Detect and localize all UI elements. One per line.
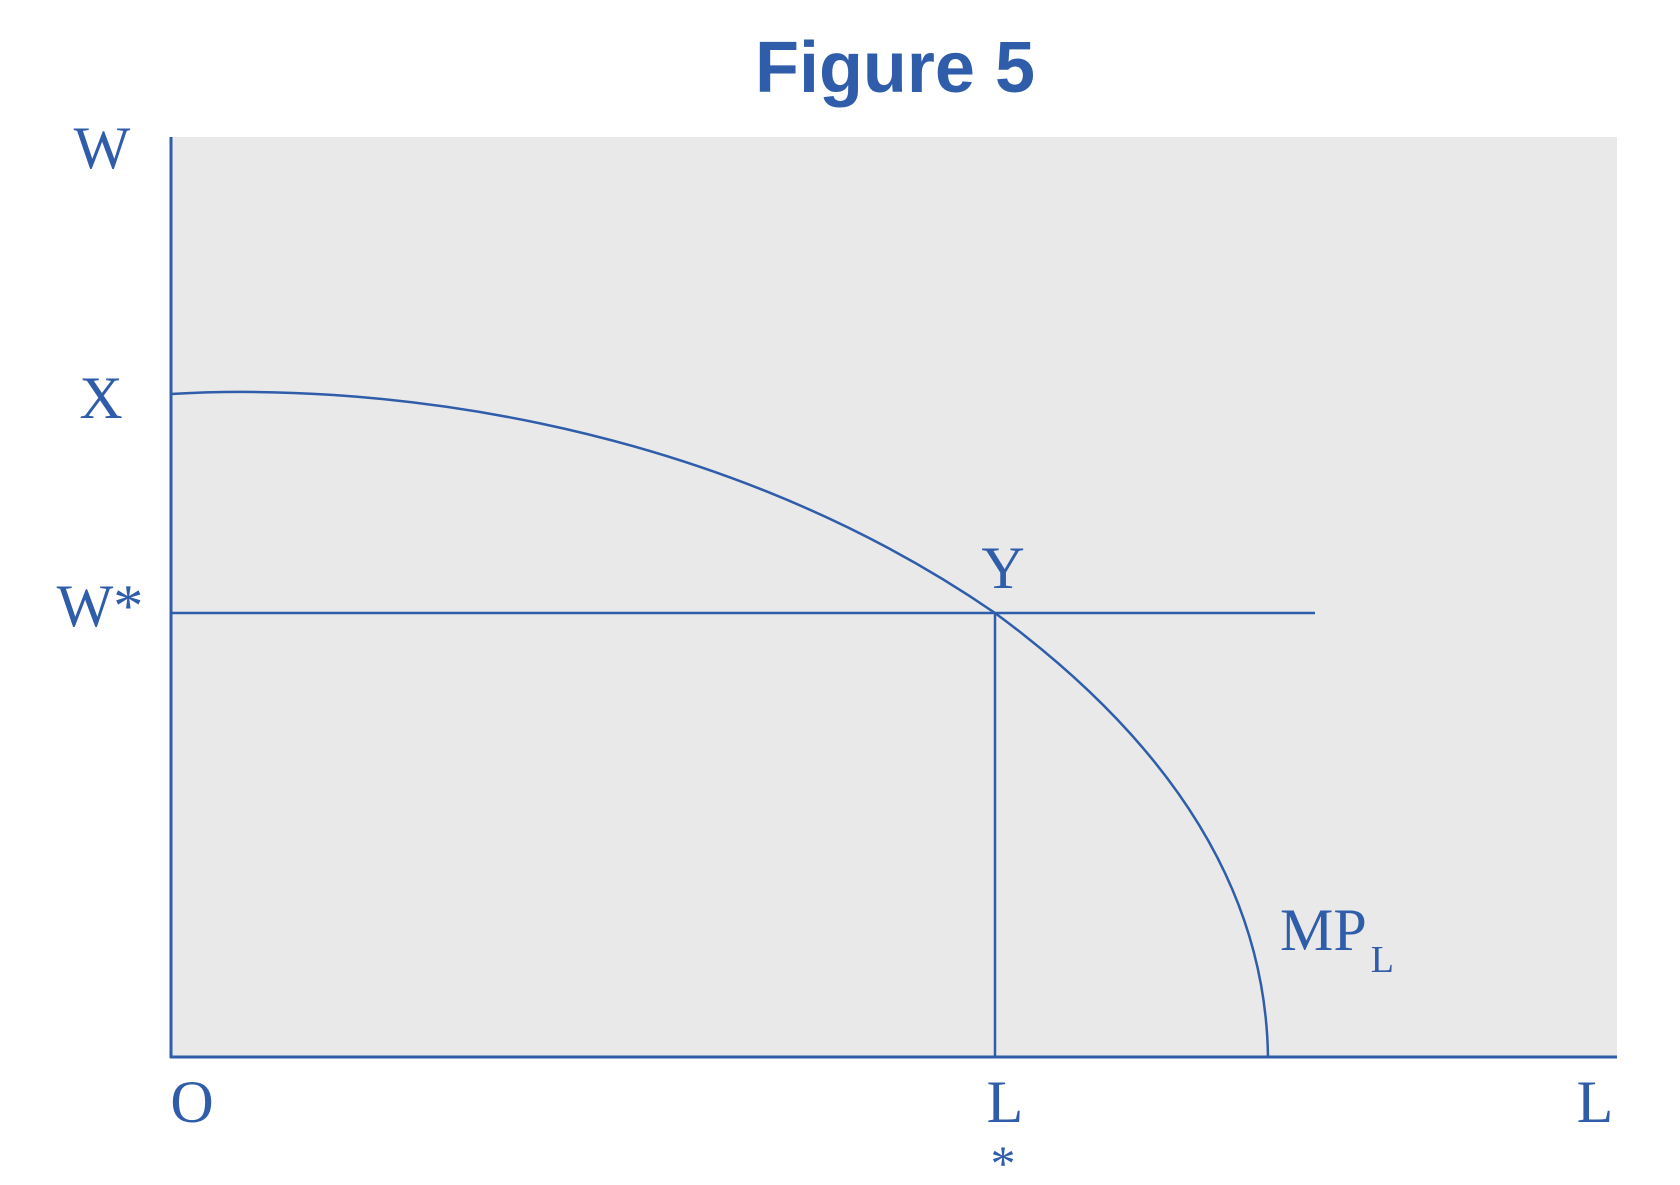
mpl-curve [170, 390, 1270, 1058]
x-axis-label: L [1577, 1069, 1614, 1135]
wage-label: W* [57, 573, 144, 639]
origin-label: O [170, 1069, 213, 1135]
employment-label: L [987, 1069, 1024, 1135]
mpl-label-subscript: L [1371, 939, 1394, 981]
y-axis-label: W [74, 115, 131, 181]
equilibrium-point-label: Y [981, 535, 1024, 601]
employment-star: * [991, 1135, 1016, 1185]
x-intercept-label: X [79, 365, 122, 431]
mpl-label-main: MP [1280, 897, 1367, 963]
plot-area [171, 137, 1617, 1057]
figure-title: Figure 5 [755, 28, 1035, 108]
